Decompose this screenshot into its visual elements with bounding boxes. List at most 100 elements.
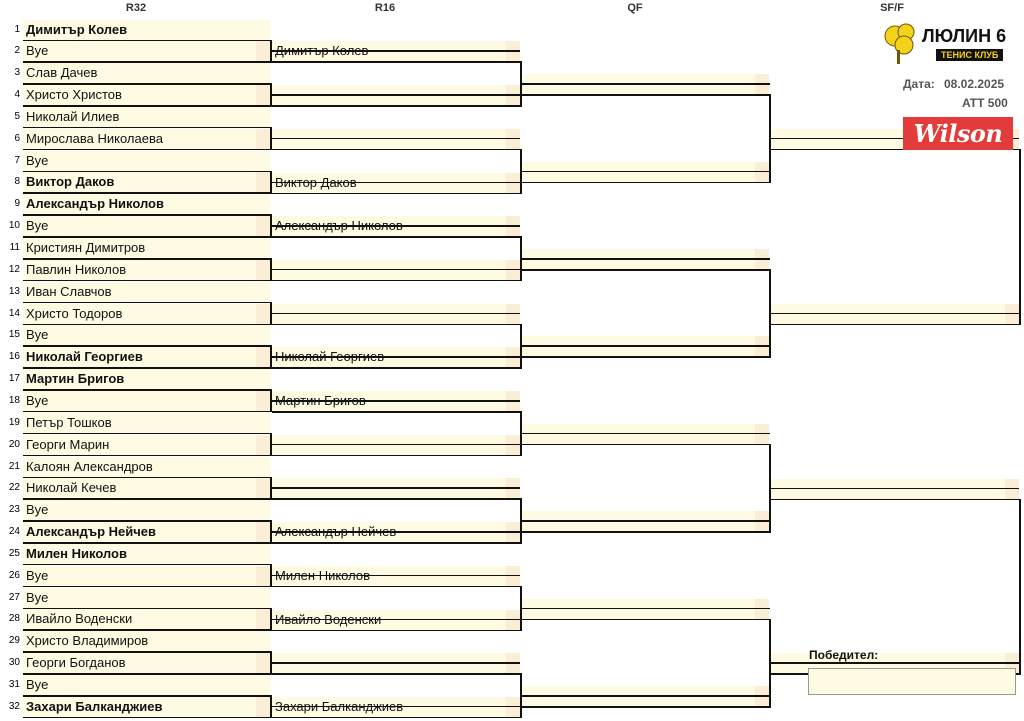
player-name: Bye — [26, 43, 49, 59]
r32-slot[interactable]: Bye — [23, 390, 270, 411]
score-cell[interactable] — [256, 259, 270, 280]
r32-slot[interactable]: Александър Нейчев — [23, 522, 270, 543]
bracket-line — [521, 94, 769, 96]
seed-number: 2 — [0, 41, 22, 62]
score-cell[interactable] — [256, 41, 270, 62]
bracket-line — [771, 323, 1019, 326]
bracket-line — [270, 618, 520, 621]
score-cell[interactable] — [256, 303, 270, 324]
player-name: Bye — [26, 218, 49, 234]
bracket-line — [272, 585, 520, 588]
seed-number: 1 — [0, 19, 22, 40]
bracket-line — [272, 279, 520, 282]
score-cell[interactable] — [256, 390, 270, 411]
r32-slot[interactable]: Bye — [23, 587, 270, 608]
player-name: Виктор Даков — [26, 174, 115, 190]
bracket-line — [272, 323, 520, 326]
player-name: Христо Христов — [26, 87, 122, 103]
r32-slot[interactable]: Кристиян Димитров — [23, 238, 270, 258]
bracket-line — [23, 607, 270, 610]
tree-ball-icon — [884, 23, 915, 64]
r32-slot[interactable]: Bye — [23, 675, 270, 695]
bracket-line — [23, 695, 270, 697]
bracket-line — [23, 410, 270, 413]
r32-slot[interactable]: Георги Марин — [23, 434, 270, 455]
winner-field[interactable] — [808, 668, 1016, 695]
r32-slot[interactable]: Петър Тошков — [23, 412, 270, 433]
r32-slot[interactable]: Виктор Даков — [23, 172, 270, 193]
r32-slot[interactable]: Георги Богданов — [23, 653, 270, 674]
bracket-line — [521, 181, 769, 184]
bracket-line — [23, 563, 270, 566]
score-cell[interactable] — [256, 522, 270, 543]
r32-slot[interactable]: Павлин Николов — [23, 259, 270, 280]
r32-slot[interactable]: Bye — [23, 41, 270, 62]
bracket-line — [23, 520, 270, 522]
bracket-line — [270, 443, 520, 446]
bracket-line — [23, 367, 270, 369]
r32-slot[interactable]: Александър Николов — [23, 194, 270, 215]
score-cell[interactable] — [256, 696, 270, 717]
seed-number: 20 — [0, 434, 22, 455]
player-name: Александър Нейчев — [26, 524, 156, 540]
score-cell[interactable] — [256, 565, 270, 586]
r32-slot[interactable]: Христо Христов — [23, 85, 270, 106]
score-cell[interactable] — [256, 85, 270, 106]
seed-number: 27 — [0, 587, 22, 608]
player-name: Петър Тошков — [26, 414, 112, 430]
r32-slot[interactable]: Христо Тодоров — [23, 303, 270, 324]
bracket-line — [23, 301, 270, 304]
round-header-2: QF — [627, 2, 643, 14]
player-name: Bye — [26, 502, 49, 518]
r32-slot[interactable]: Николай Илиев — [23, 106, 270, 127]
r32-slot[interactable]: Ивайло Воденски — [23, 609, 270, 630]
player-name: Bye — [26, 327, 49, 343]
seed-number: 24 — [0, 522, 22, 543]
seed-number: 23 — [0, 500, 22, 521]
player-name: Александър Николов — [26, 196, 164, 212]
r32-slot[interactable]: Bye — [23, 216, 270, 237]
r32-slot[interactable]: Димитър Колев — [23, 19, 270, 40]
score-cell[interactable] — [256, 609, 270, 630]
score-cell[interactable] — [256, 216, 270, 237]
r32-slot[interactable]: Николай Георгиев — [23, 347, 270, 368]
bracket-line — [272, 542, 520, 544]
round-header-1: R16 — [374, 2, 396, 14]
score-cell[interactable] — [256, 172, 270, 193]
bracket-line — [23, 323, 270, 326]
bracket-line — [270, 137, 520, 140]
score-cell[interactable] — [256, 478, 270, 499]
r32-slot[interactable]: Слав Дачев — [23, 63, 270, 84]
r32-slot[interactable]: Иван Славчов — [23, 281, 270, 302]
r32-slot[interactable]: Bye — [23, 565, 270, 586]
r32-slot[interactable]: Bye — [23, 150, 270, 171]
r32-slot[interactable]: Мартин Бригов — [23, 369, 270, 390]
seed-number: 28 — [0, 609, 22, 630]
bracket-line — [272, 236, 520, 238]
seed-number: 18 — [0, 390, 22, 411]
date-label: Дата: — [903, 77, 935, 91]
score-cell[interactable] — [256, 434, 270, 455]
score-cell[interactable] — [256, 347, 270, 368]
r32-slot[interactable]: Захари Балканджиев — [23, 696, 270, 717]
score-cell[interactable] — [256, 128, 270, 149]
bracket-line — [270, 662, 520, 664]
r32-slot[interactable]: Христо Владимиров — [23, 631, 270, 652]
bracket-line — [270, 531, 520, 533]
r32-slot[interactable]: Мирослава Николаева — [23, 128, 270, 149]
bracket-line — [23, 126, 270, 129]
r32-slot[interactable]: Милен Николов — [23, 543, 270, 564]
score-cell[interactable] — [256, 653, 270, 674]
r32-slot[interactable]: Bye — [23, 325, 270, 346]
bracket-line — [270, 312, 520, 315]
seed-number: 6 — [0, 128, 22, 149]
bracket-line — [23, 214, 270, 216]
r32-slot[interactable]: Bye — [23, 500, 270, 521]
player-name: Иван Славчов — [26, 283, 112, 299]
r32-slot[interactable]: Калоян Александров — [23, 456, 270, 477]
bracket-line — [769, 137, 1019, 140]
player-name: Христо Тодоров — [26, 305, 123, 321]
bracket-line — [769, 662, 1019, 664]
seed-number: 9 — [0, 194, 22, 215]
r32-slot[interactable]: Николай Кечев — [23, 478, 270, 499]
